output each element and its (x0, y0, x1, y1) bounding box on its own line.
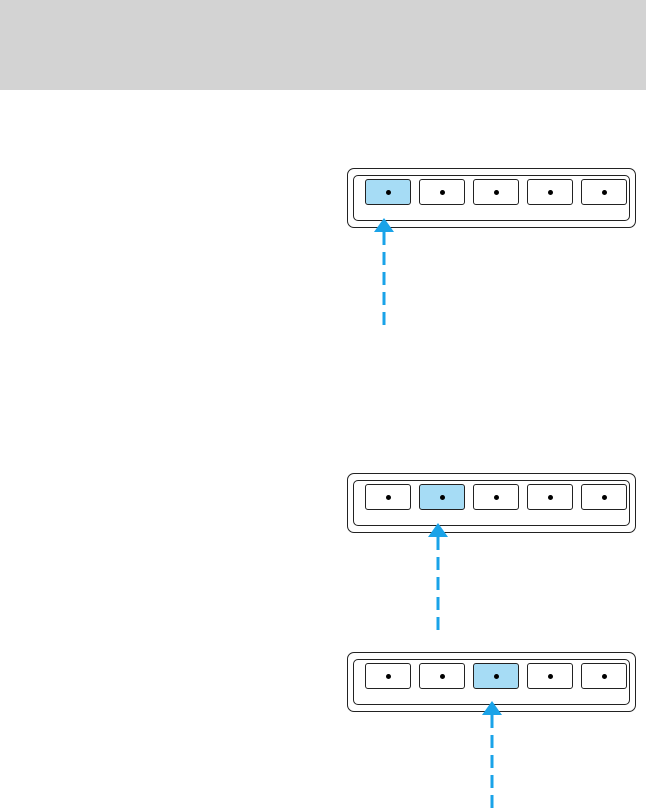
dot-icon (548, 674, 553, 679)
dot-icon (440, 190, 445, 195)
keypad-key-4[interactable] (527, 484, 573, 510)
dot-icon (548, 495, 553, 500)
dot-icon (386, 495, 391, 500)
keypad-key-2[interactable] (419, 179, 465, 205)
dot-icon (440, 495, 445, 500)
dot-icon (386, 674, 391, 679)
keypad-key-1[interactable] (365, 663, 411, 689)
dot-icon (548, 190, 553, 195)
dot-icon (602, 190, 607, 195)
keypad-key-4[interactable] (527, 179, 573, 205)
dot-icon (440, 674, 445, 679)
keypad-key-1[interactable] (365, 179, 411, 205)
keypad-key-5[interactable] (581, 484, 627, 510)
keypad-key-3[interactable] (473, 484, 519, 510)
keypad-key-4[interactable] (527, 663, 573, 689)
keypad (347, 473, 636, 533)
keypad-key-5[interactable] (581, 663, 627, 689)
dot-icon (602, 495, 607, 500)
keypad-inner-frame (353, 480, 630, 526)
dot-icon (494, 190, 499, 195)
keypad-key-1[interactable] (365, 484, 411, 510)
keypad-key-2[interactable] (419, 484, 465, 510)
keypad-inner-frame (353, 175, 630, 221)
dot-icon (386, 190, 391, 195)
dot-icon (494, 495, 499, 500)
keypad-key-5[interactable] (581, 179, 627, 205)
keypad-inner-frame (353, 659, 630, 705)
dashed-up-arrow-icon (374, 218, 394, 328)
dashed-up-arrow-icon (482, 701, 502, 809)
keypad-key-3[interactable] (473, 179, 519, 205)
header-band (0, 0, 646, 90)
keypad-key-3[interactable] (473, 663, 519, 689)
dot-icon (602, 674, 607, 679)
dashed-up-arrow-icon (428, 523, 448, 631)
keypad-key-2[interactable] (419, 663, 465, 689)
dot-icon (494, 674, 499, 679)
